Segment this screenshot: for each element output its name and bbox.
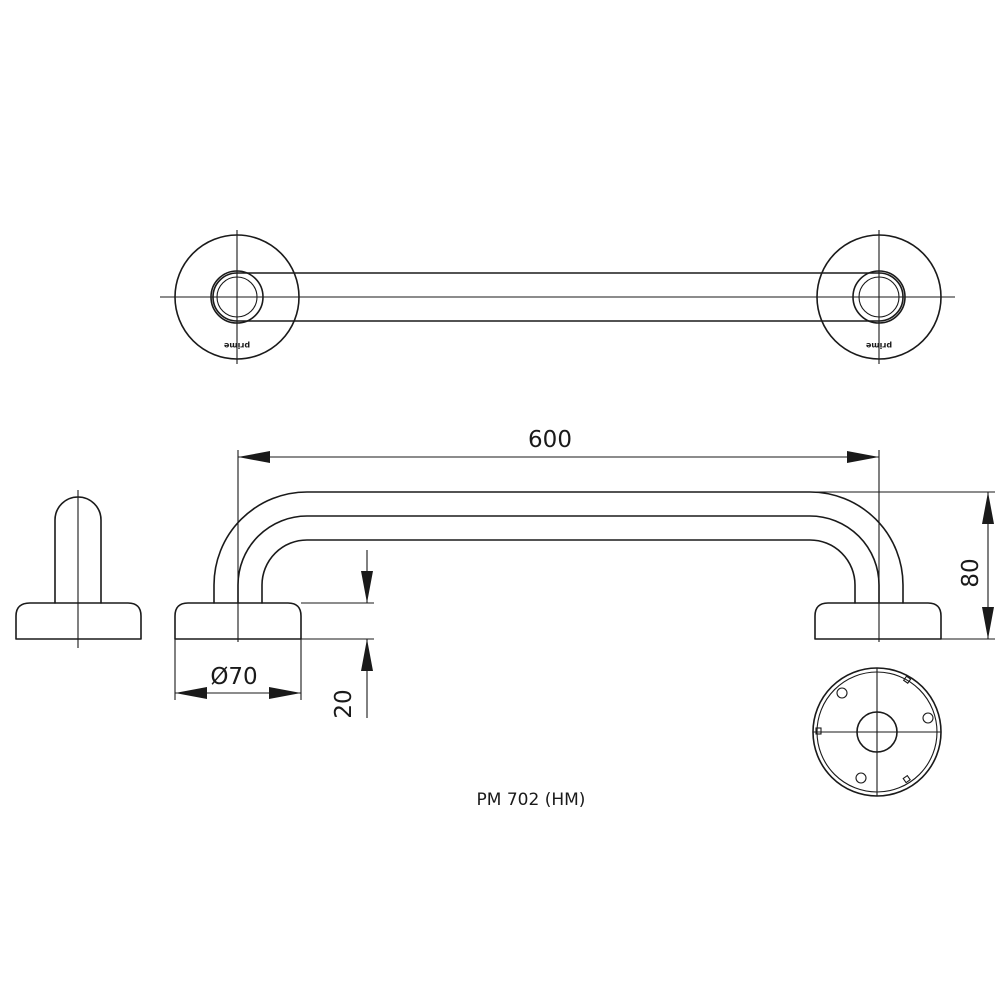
dimension-rosette-diameter-label: Ø70 [210,664,257,690]
dimension-length-label: 600 [528,427,572,453]
dimension-rosette-thickness-label: 20 [331,689,357,718]
rosette-bottom-view [812,667,942,797]
top-view-left-brand-label: prime [223,341,250,350]
end-view [15,490,142,648]
top-view-bar [212,272,904,322]
dimension-rosette-diameter: Ø70 [174,639,302,700]
front-view [174,450,942,642]
top-view: prime prime [160,230,955,364]
front-view-bar-center [237,515,880,604]
front-view-right-rosette [814,602,942,640]
dimension-height-label: 80 [958,558,984,587]
model-code: PM 702 (HM) [477,790,586,810]
dimension-rosette-thickness: 20 [301,550,374,719]
dimension-length: 600 [238,427,879,463]
front-view-bar-outer [213,491,904,604]
top-view-right-brand-label: prime [865,341,892,350]
front-view-bar-inner [261,539,856,604]
dimension-height: 80 [810,491,995,640]
